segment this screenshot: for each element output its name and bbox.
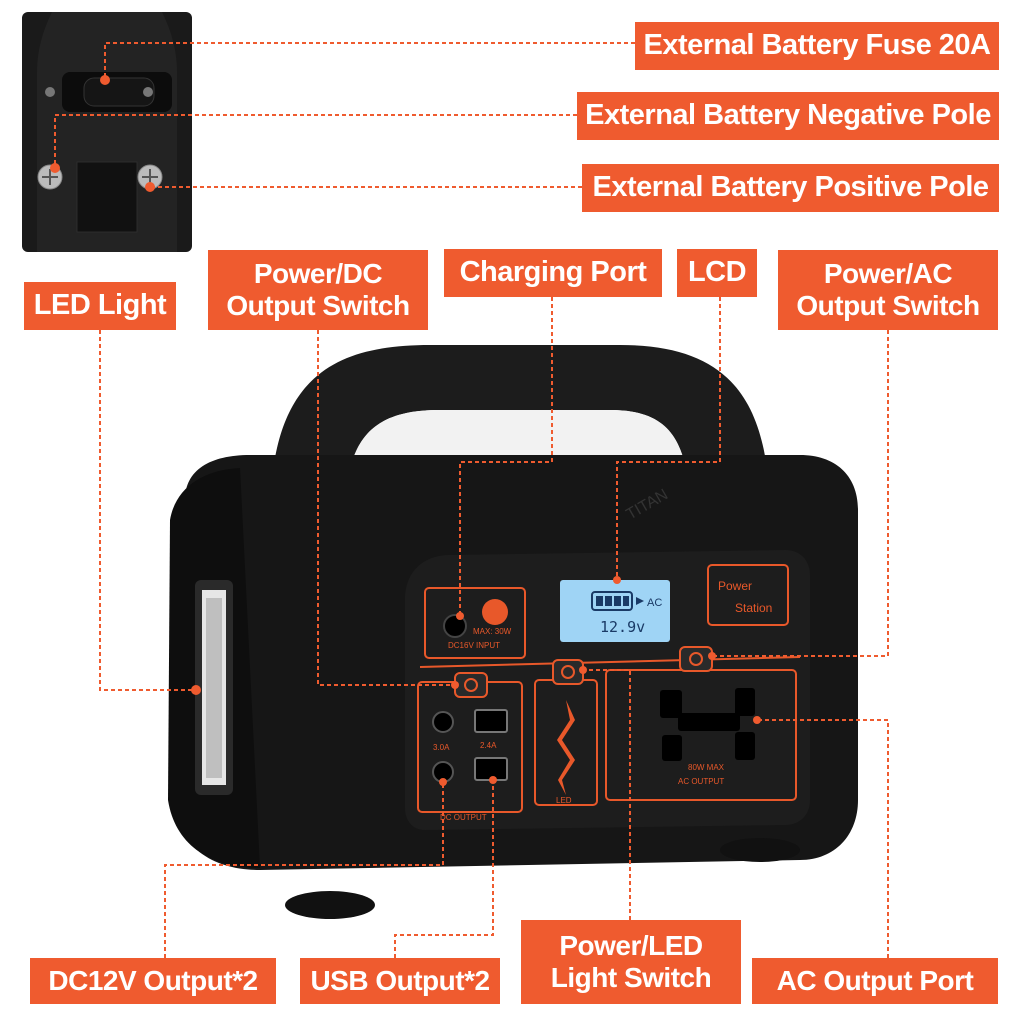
label-power-ac-output-switch: Power/AC Output Switch <box>778 250 998 330</box>
usb-output-port-1 <box>474 709 508 733</box>
svg-text:MAX: 30W: MAX: 30W <box>473 627 512 636</box>
svg-text:DC16V INPUT: DC16V INPUT <box>448 641 500 650</box>
svg-text:Power: Power <box>718 579 752 593</box>
external-battery-terminal-inset <box>22 12 192 252</box>
dc-output-port-1 <box>432 711 454 733</box>
label-dc12v-output: DC12V Output*2 <box>30 958 276 1004</box>
svg-text:DC OUTPUT: DC OUTPUT <box>440 813 487 822</box>
svg-text:LED: LED <box>556 796 572 805</box>
label-power-dc-output-switch: Power/DC Output Switch <box>208 250 428 330</box>
label-usb-output: USB Output*2 <box>300 958 500 1004</box>
svg-text:2.4A: 2.4A <box>480 741 497 750</box>
label-led-light: LED Light <box>24 282 176 330</box>
label-ac-output-port: AC Output Port <box>752 958 998 1004</box>
label-external-battery-negative-pole: External Battery Negative Pole <box>577 92 999 140</box>
svg-text:80W MAX: 80W MAX <box>688 763 725 772</box>
svg-text:Station: Station <box>735 601 772 615</box>
ac-output-port <box>660 688 755 761</box>
label-lcd: LCD <box>677 249 757 297</box>
svg-text:12.9v: 12.9v <box>600 618 645 636</box>
power-led-switch <box>552 659 584 685</box>
svg-text:AC OUTPUT: AC OUTPUT <box>678 777 724 786</box>
svg-text:AC: AC <box>647 597 662 609</box>
label-external-battery-fuse: External Battery Fuse 20A <box>635 22 999 70</box>
power-ac-switch <box>679 646 713 672</box>
label-power-led-light-switch: Power/LED Light Switch <box>521 920 741 1004</box>
svg-text:3.0A: 3.0A <box>433 743 450 752</box>
label-charging-port: Charging Port <box>444 249 662 297</box>
charging-port <box>443 614 467 638</box>
label-external-battery-positive-pole: External Battery Positive Pole <box>582 164 999 212</box>
fuse-holder <box>83 77 155 107</box>
carry-handle <box>270 345 770 520</box>
